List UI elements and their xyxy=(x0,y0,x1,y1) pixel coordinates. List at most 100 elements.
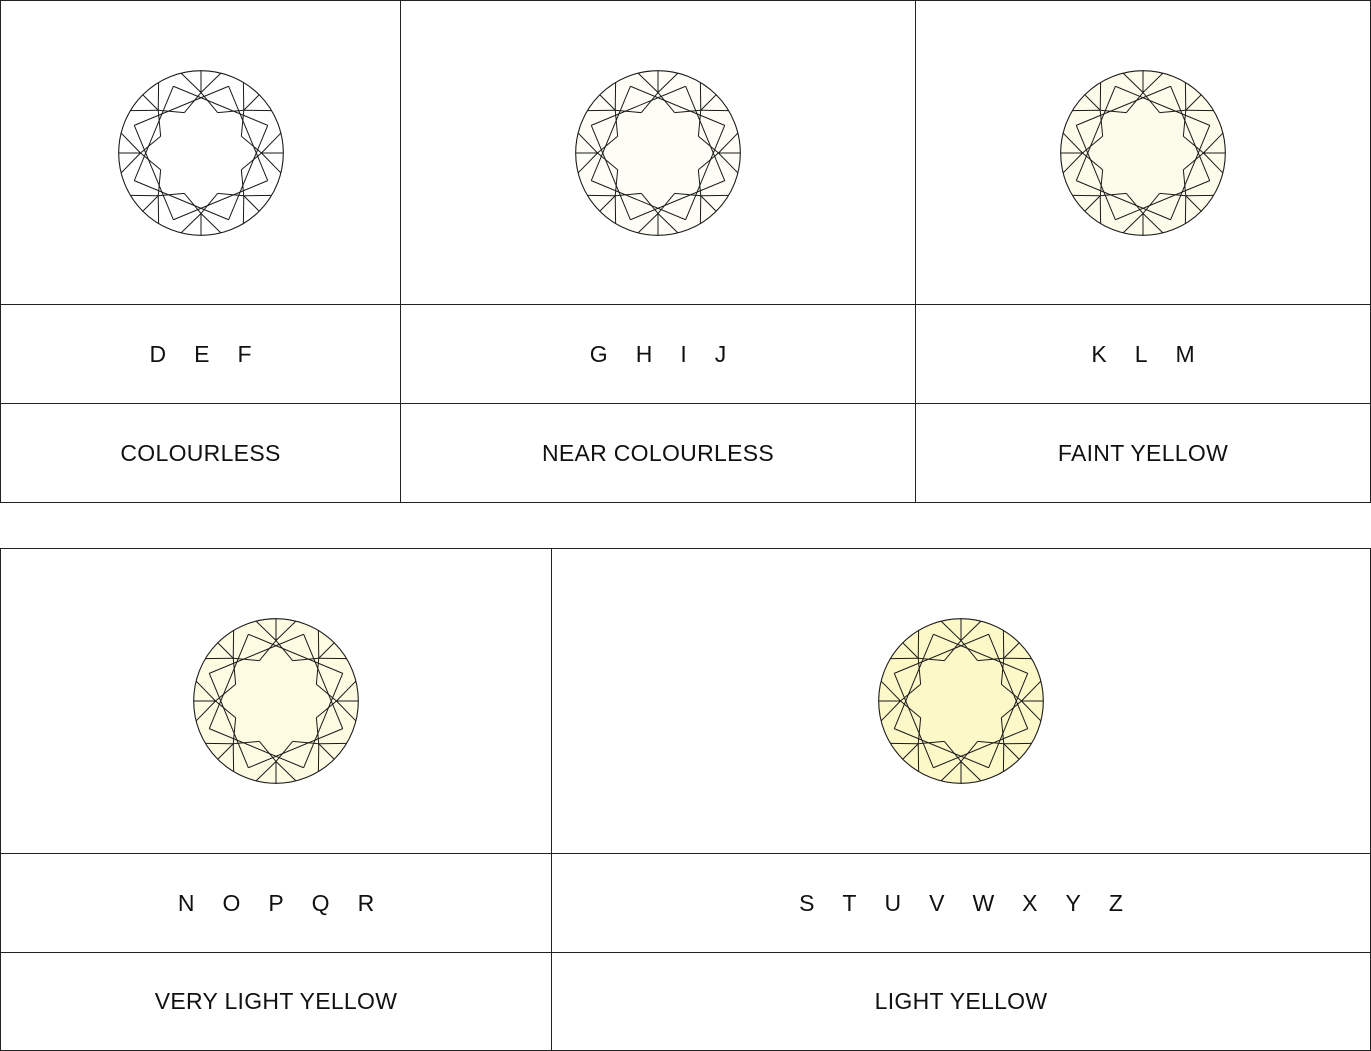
facet-line xyxy=(1001,683,1022,702)
facet-line xyxy=(200,212,221,233)
facet-line xyxy=(183,192,201,214)
grade-letter: O xyxy=(222,889,241,916)
facet-line xyxy=(1100,109,1127,113)
facet-line xyxy=(200,72,221,93)
facet-line xyxy=(1142,212,1164,233)
facet-line xyxy=(1082,135,1103,153)
grade-label-near-colourless: NEAR COLOURLESS xyxy=(400,403,916,503)
facet-line xyxy=(1185,194,1202,212)
facet-line xyxy=(141,93,159,111)
facet-line xyxy=(240,169,244,196)
facet-line xyxy=(657,212,679,233)
facet-line xyxy=(120,132,141,153)
facet-line xyxy=(240,109,244,136)
facet-line xyxy=(275,761,297,782)
gem-cell-light-yellow xyxy=(551,548,1371,854)
facet-line xyxy=(1021,680,1042,702)
girdle-outline xyxy=(193,618,359,784)
facet-line xyxy=(1003,642,1020,659)
facet-line xyxy=(232,658,237,685)
facet-line xyxy=(120,152,141,173)
facet-line xyxy=(208,634,249,729)
facet-line xyxy=(133,85,229,126)
grade-letter: L xyxy=(1134,340,1148,367)
grade-letter: K xyxy=(1091,340,1107,367)
facet-line xyxy=(918,657,945,662)
diamond-icon xyxy=(877,617,1045,785)
facet-line xyxy=(260,152,281,173)
facet-line xyxy=(275,741,294,762)
facet-line xyxy=(1100,192,1127,196)
grade-label-light-yellow: LIGHT YELLOW xyxy=(551,952,1371,1051)
facet-line xyxy=(217,109,244,113)
facet-line xyxy=(139,152,161,170)
facet-line xyxy=(292,740,319,745)
facet-line xyxy=(258,741,277,762)
facet-line xyxy=(918,740,945,745)
facet-line xyxy=(1000,658,1005,685)
facet-line xyxy=(894,633,989,674)
facet-line xyxy=(599,93,616,111)
facet-line xyxy=(275,620,297,641)
facet-line xyxy=(1142,192,1161,214)
facet-line xyxy=(657,91,676,113)
facet-line xyxy=(988,673,1029,768)
facet-line xyxy=(1125,192,1144,214)
facet-line xyxy=(1084,194,1101,212)
facet-line xyxy=(698,135,719,153)
facet-line xyxy=(133,124,174,220)
facet-line xyxy=(1142,72,1164,93)
facet-line xyxy=(208,673,249,768)
grade-letter: H xyxy=(635,340,653,367)
facet-line xyxy=(697,109,702,136)
facet-line xyxy=(255,761,277,782)
grade-letter: N xyxy=(177,889,195,916)
facet-line xyxy=(615,109,642,113)
gem-cell-colourless xyxy=(0,0,401,305)
facet-line xyxy=(180,212,201,233)
facet-line xyxy=(590,124,631,220)
facet-line xyxy=(1062,132,1083,153)
grade-letter: Y xyxy=(1065,889,1081,916)
facet-line xyxy=(1183,135,1204,153)
facet-line xyxy=(1099,109,1104,136)
facet-line xyxy=(1099,169,1104,196)
facet-line xyxy=(917,658,922,685)
facet-line xyxy=(1062,152,1083,173)
facet-line xyxy=(630,179,725,220)
facet-line xyxy=(233,740,260,745)
facet-line xyxy=(292,657,319,662)
facet-line xyxy=(900,683,921,702)
facet-line xyxy=(640,192,659,214)
facet-line xyxy=(240,135,262,153)
facet-line xyxy=(977,740,1004,745)
facet-line xyxy=(318,743,335,760)
diamond-icon xyxy=(574,69,742,237)
facet-line xyxy=(133,85,174,181)
facet-line xyxy=(157,109,161,136)
facet-line xyxy=(685,85,726,181)
facet-line xyxy=(240,152,262,170)
facet-line xyxy=(232,717,237,744)
facet-line xyxy=(217,743,234,760)
facet-line xyxy=(1084,93,1101,111)
facet-line xyxy=(195,680,216,702)
facet-line xyxy=(615,192,642,196)
facet-line xyxy=(316,683,337,702)
facet-line xyxy=(200,192,218,214)
grade-letter: R xyxy=(357,889,375,916)
facet-line xyxy=(697,169,702,196)
facet-line xyxy=(577,152,598,173)
grade-letter: D xyxy=(149,340,167,367)
facet-line xyxy=(215,683,236,702)
facet-line xyxy=(685,124,726,220)
facet-line xyxy=(1170,85,1211,181)
grade-letter: J xyxy=(714,340,727,367)
facet-line xyxy=(1142,91,1161,113)
grade-letter: V xyxy=(929,889,945,916)
facet-line xyxy=(1076,179,1171,220)
facet-line xyxy=(1203,152,1224,173)
facet-line xyxy=(698,152,719,170)
facet-line xyxy=(260,132,281,153)
